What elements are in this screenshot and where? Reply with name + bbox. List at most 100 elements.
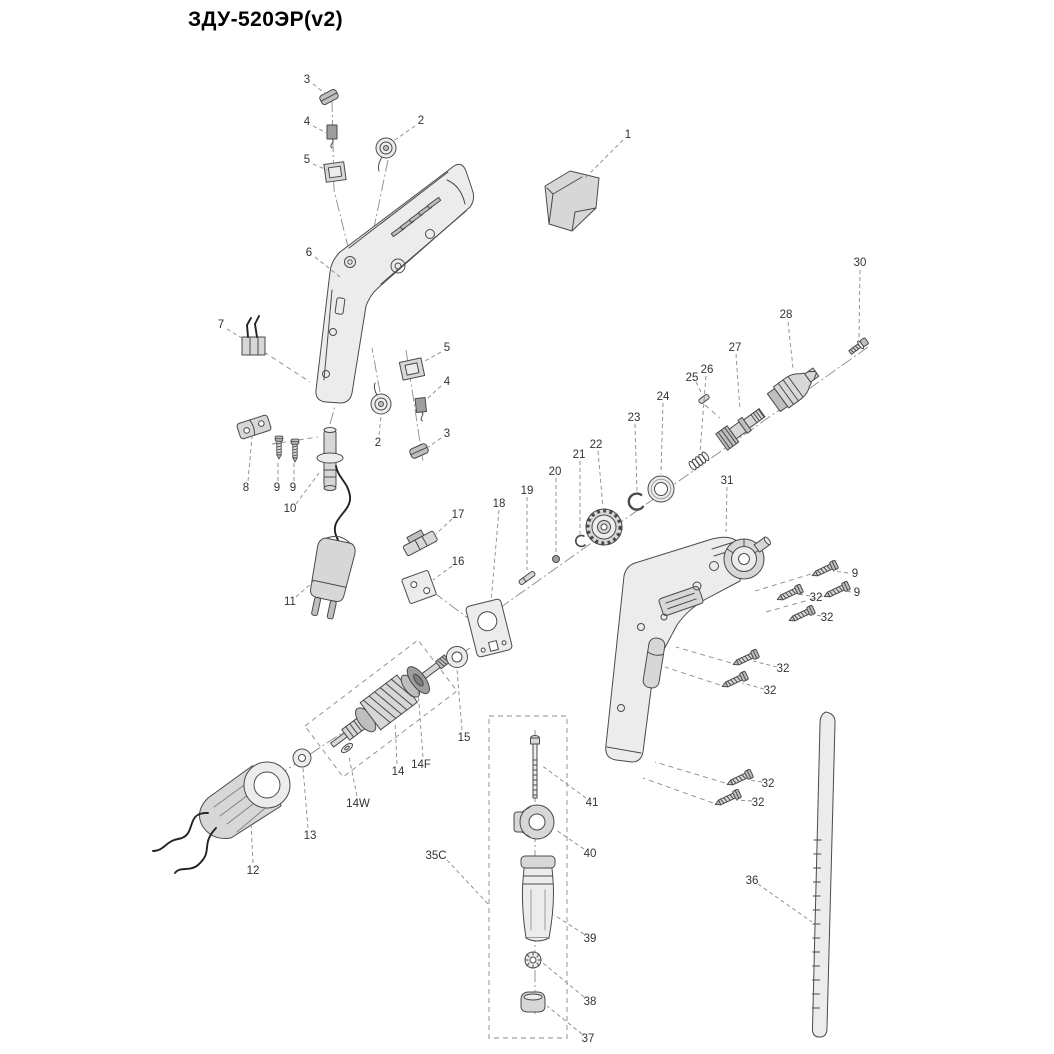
leader-line-17 (435, 518, 453, 535)
part-label-15: 15 (458, 732, 471, 744)
part-17-switch-parts (402, 529, 438, 557)
part-4-carbon-brush (326, 124, 338, 149)
leader-line-2 (391, 125, 416, 143)
part-label-32: 32 (752, 797, 765, 809)
part-12-stator (152, 761, 291, 874)
part-2-brush-cap (375, 137, 397, 172)
part-label-18: 18 (493, 498, 506, 510)
part-label-9: 9 (274, 482, 280, 494)
part-27-spindle (715, 408, 766, 451)
part-label-36: 36 (746, 875, 759, 887)
leader-line-15 (456, 668, 463, 731)
part-label-14W: 14W (346, 798, 370, 810)
part-label-14: 14 (392, 766, 405, 778)
part-39-side-handle-grip (520, 855, 556, 942)
part-26-spring (688, 451, 710, 471)
leader-line-32 (735, 799, 753, 802)
leader-line-4 (312, 125, 328, 134)
part-label-39: 39 (584, 933, 597, 945)
armature-subassembly-box (304, 639, 458, 778)
leader-line-4 (427, 385, 442, 399)
part-41-clamp-bolt (530, 735, 540, 799)
leader-line-27 (735, 353, 741, 411)
part-5-brush-holder-2 (398, 357, 426, 381)
leader-line-32 (741, 682, 765, 690)
part-label-32: 32 (777, 663, 790, 675)
leader-line-32 (752, 660, 778, 668)
part-label-10: 10 (284, 503, 297, 515)
leader-line-22 (597, 450, 604, 508)
leader-line-41 (540, 764, 587, 799)
part-label-4: 4 (304, 116, 311, 128)
part-label-11: 11 (284, 596, 296, 608)
part-label-31: 31 (721, 475, 734, 487)
leader-line-6 (314, 256, 341, 278)
part-3-brush-cap-button-2 (409, 443, 429, 459)
part-21-circlip (575, 534, 587, 548)
part-32-screw (712, 788, 743, 810)
part-22-gear (585, 508, 623, 546)
part-label-2: 2 (418, 115, 424, 127)
leader-line-28 (787, 321, 794, 369)
leader-line-3 (312, 83, 327, 95)
part-label-25: 25 (686, 372, 699, 384)
part-label-22: 22 (590, 439, 603, 451)
part-label-37: 37 (582, 1033, 595, 1045)
part-label-12: 12 (247, 865, 260, 877)
part-40-handle-clamp (513, 804, 555, 840)
part-label-21: 21 (573, 449, 586, 461)
part-9-screw (290, 438, 300, 463)
leader-line-18 (490, 509, 500, 603)
part-20-steel-ball (552, 555, 560, 563)
part-label-19: 19 (521, 485, 534, 497)
leader-line-24 (660, 402, 664, 475)
part-38-lock-washer (524, 951, 542, 969)
leader-line-9 (844, 590, 852, 593)
part-4-carbon-brush-2 (414, 397, 427, 422)
part-32-screw (774, 583, 805, 605)
part-label-24: 24 (657, 391, 670, 403)
part-label-20: 20 (549, 466, 562, 478)
trigger (642, 637, 666, 689)
leader-line-14 (394, 721, 398, 765)
part-label-41: 41 (586, 797, 599, 809)
leader-line-3 (426, 437, 442, 449)
leader-line-26 (699, 375, 707, 453)
part-label-6: 6 (306, 247, 312, 259)
part-label-35C: 35C (425, 850, 446, 862)
leader-line-16 (432, 565, 453, 581)
part-8-cord-clamp (236, 414, 272, 440)
part-15-bearing (446, 646, 468, 668)
part-label-7: 7 (218, 319, 224, 331)
leader-line-39 (553, 914, 585, 935)
leader-line-32 (808, 613, 822, 617)
part-label-3: 3 (444, 428, 450, 440)
leader-line-37 (546, 1005, 583, 1035)
assembly-35c-box (488, 715, 568, 1039)
leader-line-7 (226, 328, 246, 341)
leader-line-35C (446, 859, 490, 906)
part-9-screw (809, 559, 840, 581)
leader-line-30 (858, 269, 861, 339)
part-9-screw (274, 435, 284, 460)
part-label-26: 26 (701, 364, 714, 376)
part-label-4: 4 (444, 376, 451, 388)
part-label-27: 27 (729, 342, 742, 354)
part-label-1: 1 (625, 129, 631, 141)
part-2-brush-cap-2 (370, 382, 392, 415)
leader-line-8 (247, 436, 253, 482)
part-label-8: 8 (243, 482, 249, 494)
part-label-5: 5 (304, 154, 310, 166)
part-32-screw (719, 670, 750, 692)
part-label-38: 38 (584, 996, 597, 1008)
diagram-title: ЗДУ-520ЭР(v2) (188, 8, 343, 31)
leader-line-32 (747, 779, 763, 783)
vent-slots (390, 196, 442, 238)
leader-line-13 (302, 767, 309, 829)
part-6-motor-housing-left (315, 163, 475, 404)
part-30-chuck-screw (848, 337, 869, 355)
part-14f-fan (406, 666, 430, 695)
leader-line-38 (542, 962, 585, 998)
